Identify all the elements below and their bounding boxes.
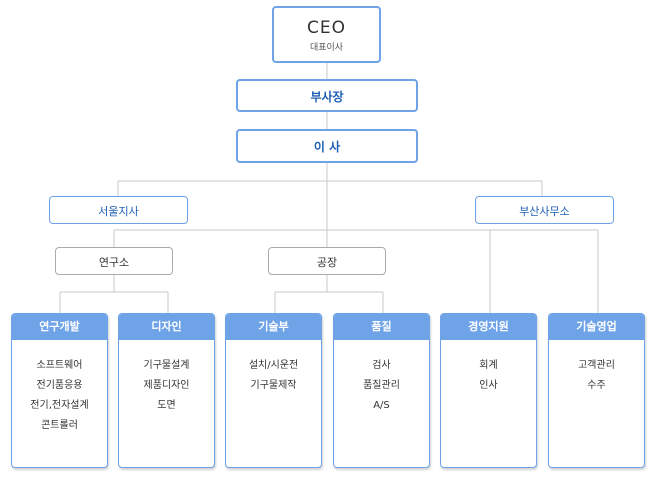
ceo-title: CEO (307, 18, 346, 38)
director-box: 이 사 (236, 129, 418, 163)
factory-label: 공장 (316, 256, 338, 269)
department-item: 인사 (479, 380, 498, 391)
director-label: 이 사 (313, 140, 341, 154)
department-title: 품질 (334, 314, 429, 340)
busan-office-label: 부산사무소 (519, 205, 570, 218)
department-item: 검사 (372, 360, 391, 371)
ceo-box: CEO 대표이사 (272, 6, 381, 63)
department-box: 기술영업 고객관리 수주 (548, 313, 645, 468)
department-item: 콘트롤러 (41, 420, 78, 431)
department-item: 제품디자인 (143, 380, 190, 391)
busan-office-box: 부산사무소 (475, 196, 614, 224)
factory-box: 공장 (268, 247, 386, 275)
seoul-branch-label: 서울지사 (98, 205, 139, 218)
department-item: 고객관리 (578, 360, 615, 371)
department-box: 기술부 설치/시운전 기구물제작 (225, 313, 322, 468)
vice-president-label: 부사장 (310, 90, 344, 104)
department-item: 회계 (479, 360, 498, 371)
department-item: 기구물제작 (250, 380, 297, 391)
department-title: 경영지원 (441, 314, 536, 340)
research-lab-box: 연구소 (55, 247, 173, 275)
department-item: 도면 (157, 400, 176, 411)
department-item: 설치/시운전 (248, 360, 299, 371)
department-item: 수주 (587, 380, 606, 391)
department-title: 기술영업 (549, 314, 644, 340)
department-item: 전기품응용 (36, 380, 83, 391)
department-item: 품질관리 (363, 380, 400, 391)
department-box: 품질 검사 품질관리 A/S (333, 313, 430, 468)
department-box: 디자인 기구물설계 제품디자인 도면 (118, 313, 215, 468)
department-title: 기술부 (226, 314, 321, 340)
department-item: A/S (373, 400, 390, 411)
department-box: 연구개발 소프트웨어 전기품응용 전기,전자설계 콘트롤러 (11, 313, 108, 468)
seoul-branch-box: 서울지사 (49, 196, 188, 224)
department-box: 경영지원 회계 인사 (440, 313, 537, 468)
ceo-subtitle: 대표이사 (309, 43, 344, 53)
department-item: 전기,전자설계 (30, 400, 89, 411)
vice-president-box: 부사장 (236, 79, 418, 112)
department-title: 연구개발 (12, 314, 107, 340)
department-item: 기구물설계 (143, 360, 190, 371)
research-lab-label: 연구소 (98, 256, 130, 269)
department-title: 디자인 (119, 314, 214, 340)
department-item: 소프트웨어 (36, 360, 83, 371)
